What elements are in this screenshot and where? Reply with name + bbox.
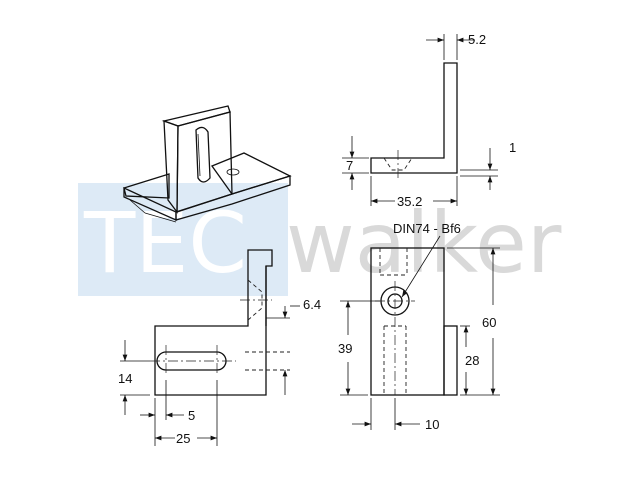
watermark-prefix: TEC: [83, 194, 247, 292]
isometric-view: [123, 105, 292, 223]
top-view: 5.2 1 7 35.2: [342, 32, 516, 209]
watermark: TEC walker: [78, 183, 562, 296]
dim-front-bottom: 10: [425, 417, 439, 432]
dim-side-slot-left: 5: [188, 408, 195, 423]
watermark-suffix: walker: [286, 194, 562, 292]
front-view: DIN74 - Bf6 60 28 39 10: [338, 221, 500, 432]
dim-front-height: 60: [482, 315, 496, 330]
dim-side-height: 14: [118, 371, 132, 386]
dim-side-offset: 6.4: [303, 297, 321, 312]
dim-front-step: 28: [465, 353, 479, 368]
dim-top-right: 1: [509, 140, 516, 155]
dim-top-width: 5.2: [468, 32, 486, 47]
side-view: 6.4 14 5 25: [118, 249, 321, 446]
dim-top-length: 35.2: [397, 194, 422, 209]
dim-side-slot-length: 25: [176, 431, 190, 446]
callout-din: DIN74 - Bf6: [393, 221, 461, 236]
dim-front-hole: 39: [338, 341, 352, 356]
dim-top-left: 7: [346, 158, 353, 173]
watermark-box: [78, 183, 288, 296]
